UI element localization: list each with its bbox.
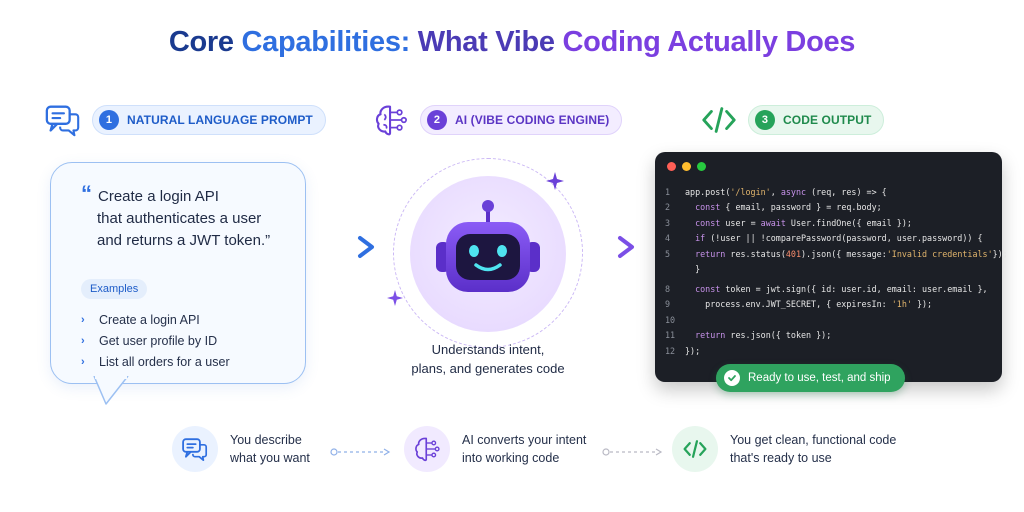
- line-number: 3: [665, 217, 671, 228]
- brain-circuit-icon: [375, 105, 407, 136]
- code-line: 10: [665, 312, 1008, 328]
- line-number: 11: [665, 330, 676, 341]
- code-line: }: [665, 262, 1008, 278]
- line-number: 12: [665, 345, 676, 356]
- line-number: 4: [665, 233, 671, 244]
- list-item: ›List all orders for a user: [81, 354, 230, 369]
- code-line: 9 process.env.JWT_SECRET, { expiresIn: '…: [665, 297, 1008, 313]
- step-1-header: 1 NATURAL LANGUAGE PROMPT: [44, 104, 326, 137]
- code-text: return res.status(401).json({ message:'I…: [695, 248, 1008, 259]
- code-line: 5 return res.status(401).json({ message:…: [665, 246, 1008, 262]
- summary-converts: AI converts your intent into working cod…: [404, 426, 586, 472]
- line-number: 1: [665, 186, 671, 197]
- code-line: 12});: [665, 343, 1008, 359]
- list-item: ›Get user profile by ID: [81, 333, 218, 348]
- step-pill-ai-engine: 2 AI (VIBE CODING ENGINE): [420, 105, 623, 135]
- line-number: 10: [665, 314, 676, 325]
- sparkle-icon: [387, 290, 403, 306]
- step-pill-natural-language-prompt: 1 NATURAL LANGUAGE PROMPT: [92, 105, 326, 135]
- code-text: if (!user || !comparePassword(password, …: [695, 233, 983, 244]
- code-text: process.env.JWT_SECRET, { expiresIn: '1h…: [685, 299, 933, 310]
- brain-circuit-icon: [404, 426, 450, 472]
- close-dot: [667, 162, 676, 171]
- examples-list: ›Create a login API ›Get user profile by…: [81, 309, 230, 372]
- dashed-connector: [330, 448, 391, 456]
- list-item: ›Create a login API: [81, 312, 200, 327]
- quote-mark: “: [81, 181, 92, 206]
- engine-dashed-ring: [393, 158, 583, 348]
- chevron-right-icon: ›: [81, 355, 85, 368]
- summary-describe: You describe what you want: [172, 426, 310, 472]
- window-controls: [667, 162, 712, 171]
- code-line: 4 if (!user || !comparePassword(password…: [665, 231, 1008, 247]
- step-3-header: 3 CODE OUTPUT: [700, 104, 885, 136]
- chat-bubbles-icon: [45, 105, 80, 137]
- code-lines: 1 app.post('/login', async (req, res) => …: [665, 184, 1008, 359]
- chat-bubbles-icon: [172, 426, 218, 472]
- line-number: 5: [665, 248, 671, 259]
- ready-badge: Ready to use, test, and ship: [716, 364, 905, 392]
- chevron-right-icon: ›: [81, 313, 85, 326]
- code-text: });: [685, 345, 701, 356]
- sparkle-icon: [546, 172, 564, 190]
- line-number: 9: [665, 299, 671, 310]
- code-line: 11 return res.json({ token });: [665, 328, 1008, 344]
- code-line: 8 const token = jwt.sign({ id: user.id, …: [665, 281, 1008, 297]
- robot-icon: [436, 200, 540, 292]
- code-text: const user = await User.findOne({ email …: [695, 217, 912, 228]
- code-line: 1 app.post('/login', async (req, res) => …: [665, 184, 1008, 200]
- code-line: 3 const user = await User.findOne({ emai…: [665, 215, 1008, 231]
- chevron-right-icon: ›: [81, 334, 85, 347]
- step-2-header: 2 AI (VIBE CODING ENGINE): [372, 104, 623, 136]
- bubble-tail: [93, 376, 129, 405]
- code-brackets-icon: [672, 426, 718, 472]
- arrow-right-icon: [330, 236, 374, 258]
- line-number: 8: [665, 283, 671, 294]
- prompt-bubble: “Create a login API that authenticates a…: [50, 162, 306, 384]
- dashed-connector: [602, 448, 663, 456]
- code-editor-panel: 1 app.post('/login', async (req, res) => …: [655, 152, 1008, 382]
- code-text: }: [685, 264, 701, 275]
- maximize-dot: [697, 162, 706, 171]
- minimize-dot: [682, 162, 691, 171]
- examples-label: Examples: [81, 279, 148, 299]
- arrow-right-icon: [590, 236, 634, 258]
- code-text: return res.json({ token });: [695, 330, 832, 341]
- code-text: const token = jwt.sign({ id: user.id, em…: [695, 283, 988, 294]
- engine-caption: Understands intent, plans, and generates…: [411, 342, 565, 376]
- prompt-quote: “Create a login API that authenticates a…: [81, 181, 271, 250]
- check-icon: [724, 370, 740, 386]
- page-title: Core Capabilities: What Vibe Coding Actu…: [168, 26, 856, 58]
- step-pill-code-output: 3 CODE OUTPUT: [748, 105, 885, 135]
- summary-output: You get clean, functional code that's re…: [672, 426, 896, 472]
- line-number: 2: [665, 202, 671, 213]
- code-brackets-icon: [702, 107, 736, 133]
- code-text: const { email, password } = req.body;: [695, 202, 882, 213]
- code-text: app.post('/login', async (req, res) => {: [685, 186, 887, 197]
- code-line: 2 const { email, password } = req.body;: [665, 200, 1008, 216]
